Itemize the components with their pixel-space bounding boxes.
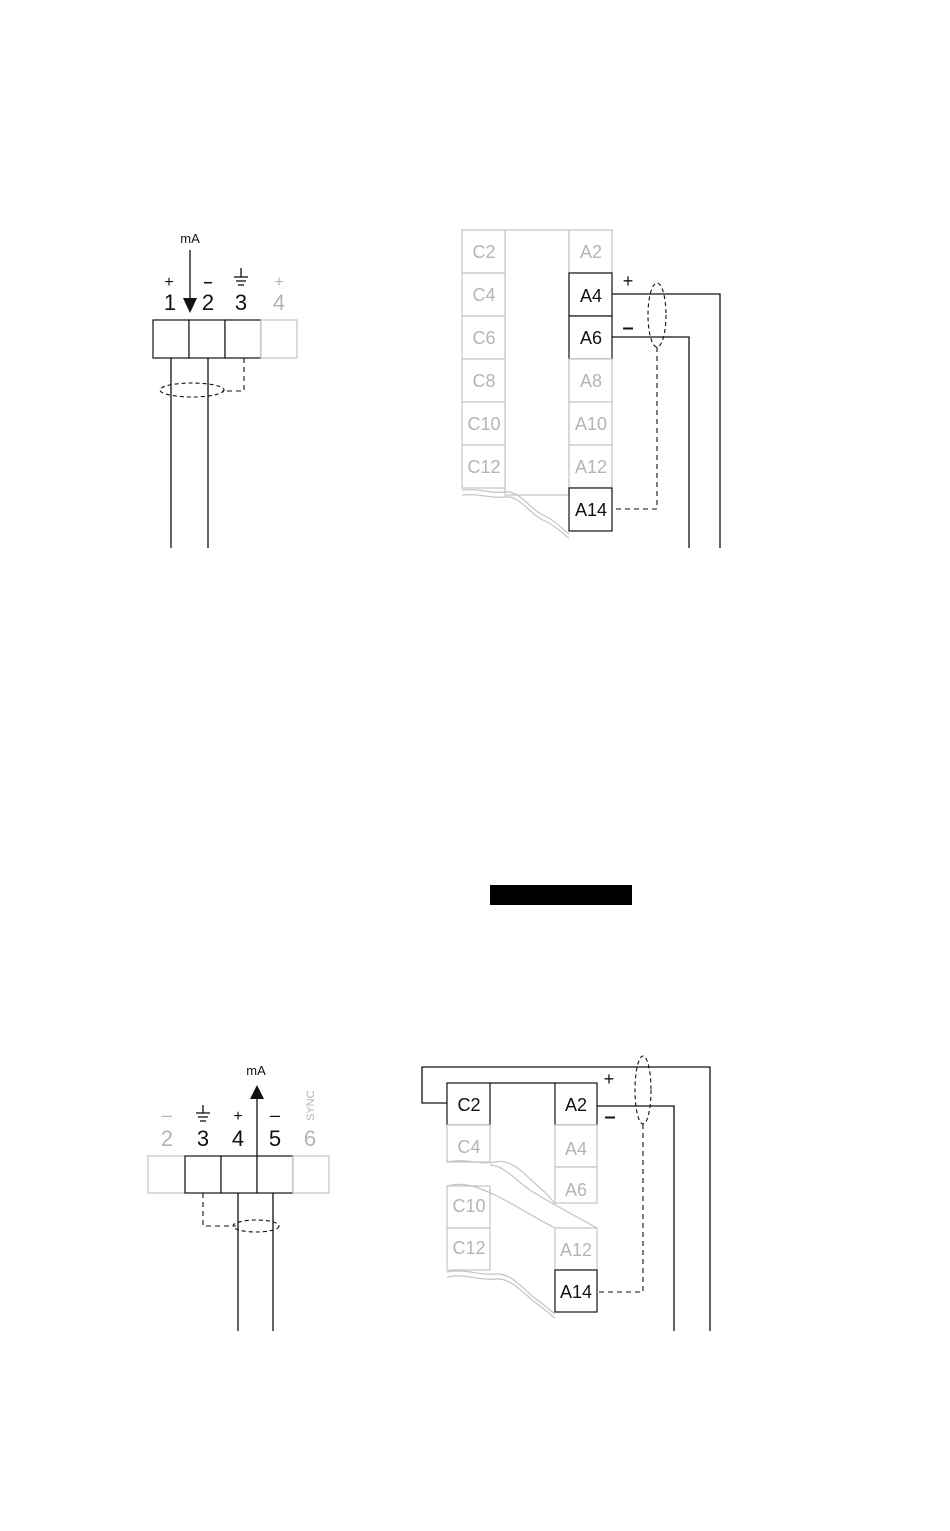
top-label-A4: A4 xyxy=(580,286,602,306)
top-label-A10: A10 xyxy=(575,414,607,434)
bottom-plus-label: + xyxy=(604,1069,615,1089)
bottom-terminal-2-box xyxy=(148,1156,185,1193)
bottom-label-A4: A4 xyxy=(565,1139,587,1159)
top-terminal-3-box xyxy=(225,320,261,358)
bottom-current-arrow-head xyxy=(250,1085,264,1099)
bottom-cable-shield-icon-right xyxy=(635,1056,651,1124)
bottom-terminal-4-number: 4 xyxy=(232,1126,244,1151)
top-terminal-4-box xyxy=(261,320,297,358)
top-transmitter: mA + – + 1 2 3 4 xyxy=(153,231,297,548)
top-label-C6: C6 xyxy=(472,328,495,348)
top-terminal-1-sign: + xyxy=(164,274,173,291)
top-terminal-4-number: 4 xyxy=(273,290,285,315)
bottom-terminal-2-sign: – xyxy=(162,1105,172,1125)
bottom-label-C2: C2 xyxy=(457,1095,480,1115)
top-label-A8: A8 xyxy=(580,371,602,391)
top-terminal-block: C2 C4 C6 C8 C10 C12 A2 A4 A6 A8 A10 A12 … xyxy=(462,230,720,548)
bottom-terminal-3-number: 3 xyxy=(197,1126,209,1151)
top-label-A6: A6 xyxy=(580,328,602,348)
top-cable-shield-icon xyxy=(160,383,224,397)
bottom-terminal-5-box xyxy=(257,1156,293,1193)
redaction-bar xyxy=(490,885,632,905)
bottom-label-A14: A14 xyxy=(560,1282,592,1302)
bottom-label-C12: C12 xyxy=(452,1238,485,1258)
bottom-terminal-5-sign: – xyxy=(270,1105,280,1125)
top-label-C12: C12 xyxy=(467,457,500,477)
bottom-terminal-5-number: 5 xyxy=(269,1126,281,1151)
top-terminal-1-number: 1 xyxy=(164,290,176,315)
top-label-C4: C4 xyxy=(472,285,495,305)
top-terminal-2-number: 2 xyxy=(202,290,214,315)
top-terminal-1-box xyxy=(153,320,189,358)
bottom-current-label: mA xyxy=(246,1063,266,1078)
top-label-A14: A14 xyxy=(575,500,607,520)
bottom-wiring-diagram: mA – + – SYNC 2 3 4 5 6 xyxy=(148,1056,710,1331)
bottom-label-C10: C10 xyxy=(452,1196,485,1216)
top-label-C8: C8 xyxy=(472,371,495,391)
bottom-terminal-4-box xyxy=(221,1156,257,1193)
bottom-terminal-6-number: 6 xyxy=(304,1126,316,1151)
top-label-C2: C2 xyxy=(472,242,495,262)
top-label-A12: A12 xyxy=(575,457,607,477)
top-shield-drain-wire xyxy=(222,358,244,391)
bottom-minus-label: – xyxy=(604,1106,615,1128)
bottom-wire-minus xyxy=(597,1106,674,1331)
bottom-cable-shield-icon xyxy=(233,1220,279,1232)
bottom-label-A2: A2 xyxy=(565,1095,587,1115)
bottom-terminal-3-box xyxy=(185,1156,221,1193)
bottom-ground-icon xyxy=(196,1105,210,1121)
bottom-shield-drain-wire-right xyxy=(599,1124,643,1292)
top-shield-drain-wire-right xyxy=(614,347,657,509)
top-ground-icon xyxy=(234,268,248,285)
top-wiring-diagram: mA + – + 1 2 3 4 xyxy=(153,230,720,548)
top-wire-minus xyxy=(612,337,689,548)
bottom-label-A12: A12 xyxy=(560,1240,592,1260)
top-minus-label: – xyxy=(622,317,633,339)
top-terminal-4-sign: + xyxy=(274,274,283,291)
top-terminal-3-number: 3 xyxy=(235,290,247,315)
bottom-shield-drain-wire xyxy=(203,1193,236,1226)
bottom-label-A6: A6 xyxy=(565,1180,587,1200)
bottom-terminal-2-number: 2 xyxy=(161,1126,173,1151)
top-current-label: mA xyxy=(180,231,200,246)
bottom-terminal-block: C2 C4 C10 C12 A2 A4 A6 A12 A14 + – xyxy=(422,1056,710,1331)
top-block-break-line-2 xyxy=(462,495,569,538)
bottom-sync-label: SYNC xyxy=(305,1090,317,1121)
bottom-break-line-lower-2 xyxy=(447,1276,555,1318)
bottom-terminal-4-sign: + xyxy=(233,1108,242,1125)
bottom-break-line-lower xyxy=(447,1271,555,1314)
top-label-C10: C10 xyxy=(467,414,500,434)
bottom-terminal-6-box xyxy=(293,1156,329,1193)
top-block-break-line xyxy=(462,490,569,534)
bottom-transmitter: mA – + – SYNC 2 3 4 5 6 xyxy=(148,1063,329,1331)
top-terminal-2-sign: – xyxy=(204,274,213,291)
top-plus-label: + xyxy=(623,271,634,291)
bottom-label-C4: C4 xyxy=(457,1137,480,1157)
top-label-A2: A2 xyxy=(580,242,602,262)
top-current-arrow-head xyxy=(183,298,197,313)
top-block-middle-panel xyxy=(505,230,569,495)
top-terminal-2-box xyxy=(189,320,225,358)
